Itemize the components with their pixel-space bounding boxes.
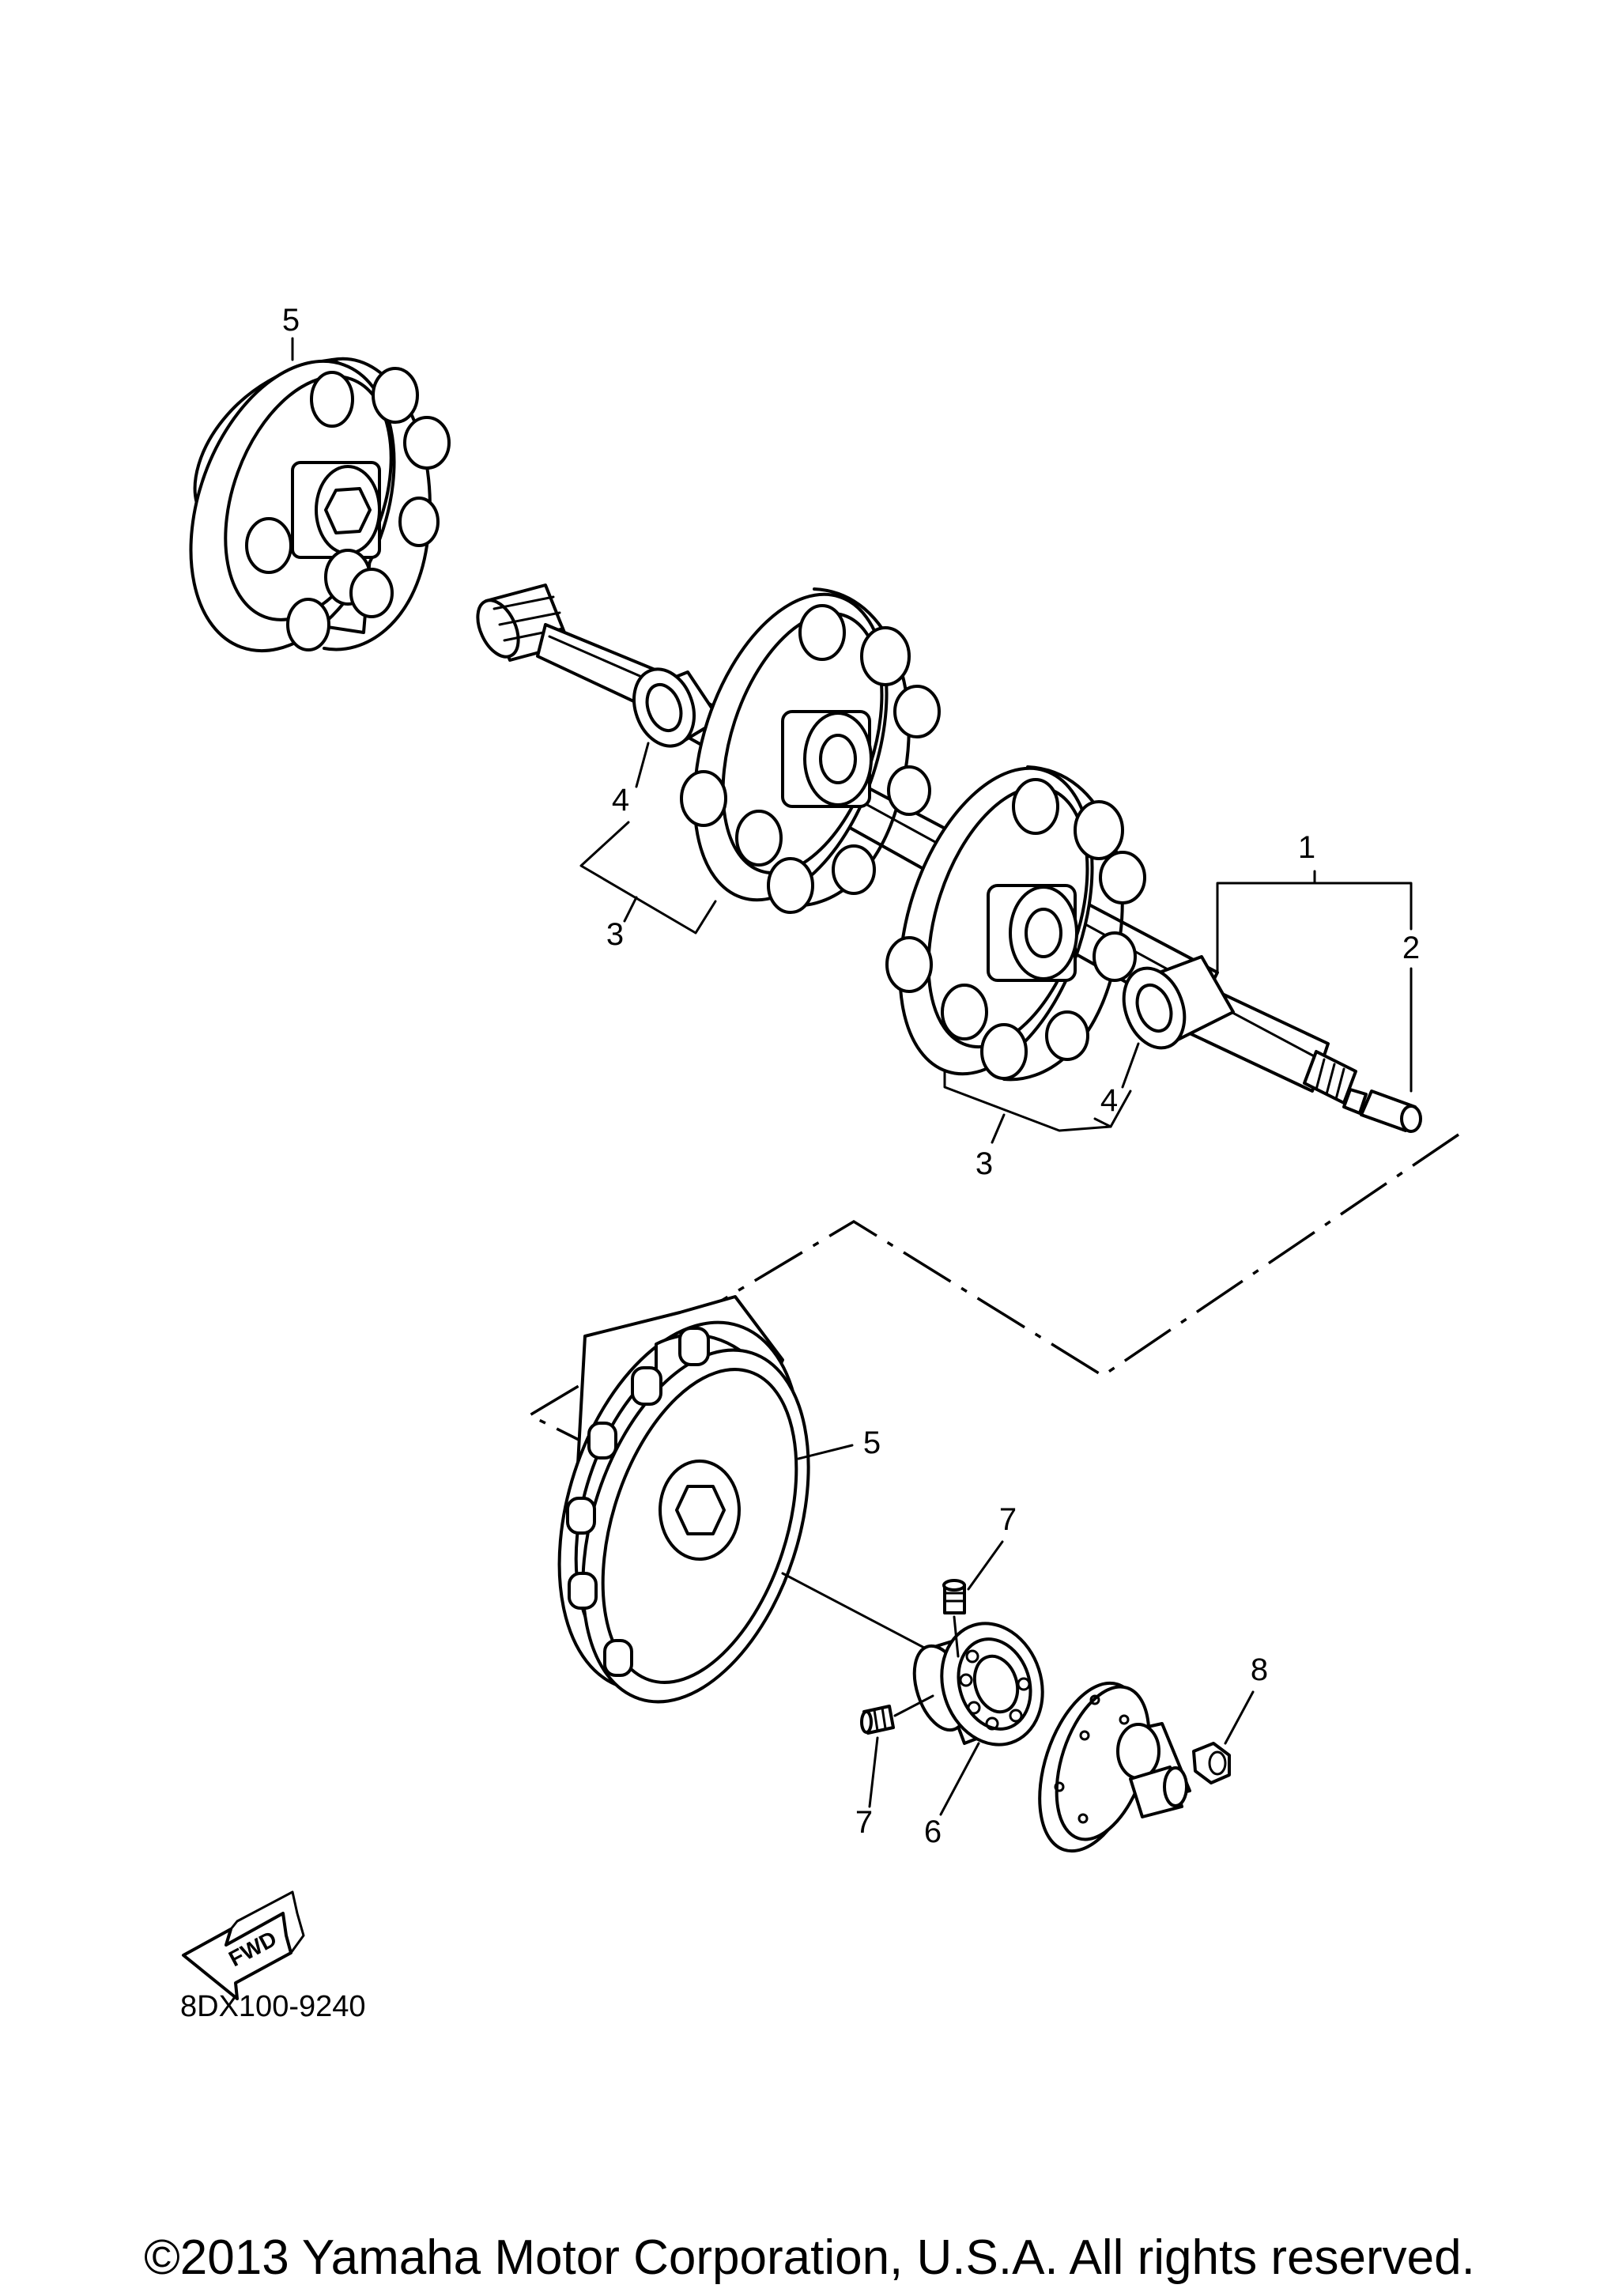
diagram-code: 8DX100-9240 [180, 1990, 366, 2023]
set-screw-top [942, 1579, 966, 1614]
callout-6: 6 [924, 1815, 942, 1849]
callout-7-left: 7 [855, 1805, 873, 1840]
callout-1: 1 [1298, 830, 1315, 865]
collar-left [632, 667, 721, 748]
flange-hub [1038, 1681, 1191, 1853]
set-screw-left [860, 1705, 895, 1735]
callout-3-left: 3 [606, 917, 624, 952]
nut-8 [1192, 1742, 1231, 1784]
bolt-2 [1342, 1088, 1422, 1133]
callout-2: 2 [1402, 931, 1420, 965]
callout-5-upper: 5 [282, 303, 300, 338]
collar-right [1122, 955, 1235, 1050]
fwd-direction-arrow: FWD [182, 1890, 305, 2000]
bearing-6 [912, 1622, 1044, 1747]
sprocket-middle [680, 587, 941, 914]
callout-5-lower: 5 [863, 1426, 881, 1460]
assembly-dash-line [526, 1133, 1459, 1468]
sprocket-upper-left [189, 357, 451, 653]
copyright-notice: ©2013 Yamaha Motor Corporation, U.S.A. A… [144, 2230, 1475, 2285]
callout-8: 8 [1251, 1652, 1268, 1687]
sprocket-right [885, 765, 1146, 1082]
callout-7-top: 7 [999, 1502, 1017, 1537]
sprocket-lower-wheel [557, 1295, 810, 1704]
callout-4-left: 4 [612, 783, 629, 818]
callout-3-right: 3 [976, 1146, 993, 1181]
callout-4-right: 4 [1100, 1083, 1118, 1118]
